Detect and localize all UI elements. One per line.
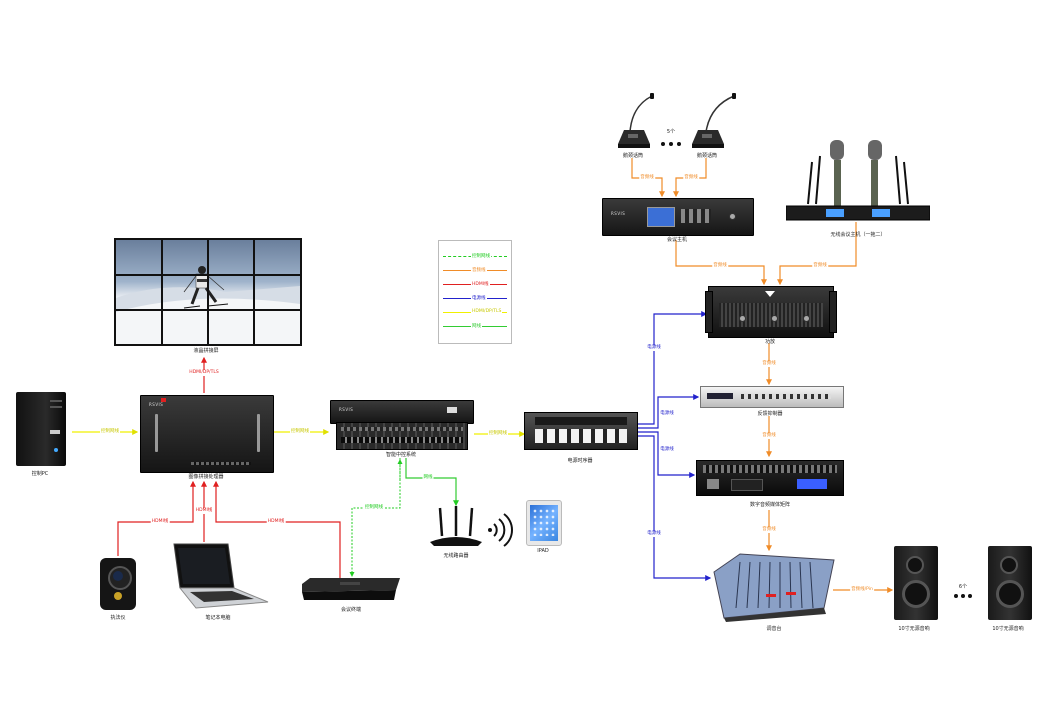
gooseneck-mic-1-label: 鹅颈话筒 — [622, 153, 644, 159]
wireless-router — [428, 506, 484, 548]
label-hdmi-terminal: HDMI线 — [266, 519, 286, 525]
mic-count-label: 5个 — [666, 129, 676, 135]
gooseneck-mic-1 — [614, 92, 654, 150]
gooseneck-mic-2-label: 鹅颈话筒 — [696, 153, 718, 159]
router-label: 无线路由器 — [443, 553, 469, 559]
conference-host-label: 会议主机 — [666, 237, 688, 243]
central-control-back — [336, 422, 468, 450]
feedback-suppressor-label: 反馈抑制器 — [757, 411, 783, 417]
label-power-1: 电源线 — [646, 345, 662, 351]
wire-power-fb — [636, 394, 700, 429]
central-brand: RSVIS — [339, 407, 354, 412]
body-recorder-label: 执法仪 — [110, 615, 126, 621]
label-matrix-mixer: 音频线 — [761, 527, 777, 533]
video-wall-label: 液晶拼接屏 — [193, 348, 219, 354]
label-hdmi-dp-tls: HDMI/DP/TLS — [188, 370, 220, 376]
host-brand: RSVIS — [611, 211, 626, 216]
label-pc-link: 控制网线 — [100, 429, 120, 435]
wireless-mic-label: 无线会议主机（一拖二） — [830, 232, 886, 238]
conference-terminal-label: 会议终端 — [340, 607, 362, 613]
central-control-label: 智能中控系统 — [385, 452, 417, 458]
wire-net-router — [405, 458, 459, 507]
control-pc — [16, 392, 66, 466]
legend-item: 音频线 — [443, 267, 507, 275]
speaker-2 — [988, 546, 1032, 620]
legend-item: 网线 — [443, 323, 507, 331]
label-wireless-audio: 音频线 — [812, 263, 828, 269]
label-hdmi-laptop: HDMI线 — [194, 508, 214, 514]
label-mic-audio-1: 音频线 — [639, 175, 655, 181]
gooseneck-mic-2 — [688, 92, 736, 150]
ipad — [526, 500, 562, 546]
power-sequencer — [524, 412, 638, 450]
label-mixer-speaker: 音频线/Pin — [850, 587, 874, 593]
legend-item: 控制网线 — [443, 253, 507, 261]
video-wall — [114, 238, 302, 346]
speaker-1-label: 10寸无源音响 — [898, 626, 930, 632]
legend-item: 电源线 — [443, 295, 507, 303]
speaker-ellipsis — [954, 594, 972, 598]
speaker-1 — [894, 546, 938, 620]
speaker-count-label: 6个 — [958, 584, 968, 590]
wire-host-amp — [675, 240, 767, 286]
mixer-label: 调音台 — [766, 626, 782, 632]
laptop-label: 笔记本电脑 — [205, 615, 231, 621]
power-amplifier — [705, 286, 837, 338]
processor-brand: RSVIS — [149, 402, 164, 407]
label-amp-fb: 音频线 — [761, 361, 777, 367]
central-control: RSVIS — [330, 400, 474, 424]
label-power-4: 电源线 — [646, 531, 662, 537]
legend-item: HDMI/DP/TLS — [443, 309, 507, 317]
mixer-console — [710, 552, 836, 622]
label-net-router: 网线 — [422, 475, 434, 481]
wifi-waves — [488, 513, 513, 547]
power-sequencer-label: 电源时序器 — [567, 458, 593, 464]
label-mic-audio-2: 音频线 — [683, 175, 699, 181]
audio-matrix-label: 数字音频媒体矩阵 — [749, 502, 791, 508]
legend-item: HDMI线 — [443, 281, 507, 289]
image-processor-label: 图像拼接处理器 — [188, 474, 224, 480]
feedback-suppressor — [700, 386, 844, 408]
control-pc-label: 控制PC — [31, 471, 49, 477]
image-processor: RSVIS — [140, 395, 274, 473]
laptop — [168, 542, 272, 612]
wire-power-amp — [636, 311, 708, 425]
wire-net-terminal — [349, 458, 401, 577]
power-amp-label: 功放 — [764, 339, 776, 345]
legend: 控制网线 音频线 HDMI线 电源线 HDMI/DP/TLS 网线 — [438, 240, 512, 344]
label-net-terminal: 控制网线 — [364, 505, 384, 511]
ipad-label: IPAD — [537, 548, 549, 554]
label-ctrl-power: 控制网线 — [488, 431, 508, 437]
label-fb-matrix: 音频线 — [761, 433, 777, 439]
label-power-3: 电源线 — [659, 447, 675, 453]
audio-matrix — [696, 460, 844, 496]
body-recorder — [100, 558, 136, 610]
label-proc-link: 控制网线 — [290, 429, 310, 435]
label-power-2: 电源线 — [659, 411, 675, 417]
wire-power-matrix — [636, 431, 696, 478]
speaker-2-label: 10寸无源音响 — [992, 626, 1024, 632]
wireless-mic-system — [785, 132, 931, 222]
conference-host: RSVIS — [602, 198, 754, 236]
mic-ellipsis — [661, 142, 681, 146]
conference-terminal — [300, 578, 402, 602]
label-host-audio: 音频线 — [712, 263, 728, 269]
label-hdmi-recorder: HDMI线 — [150, 519, 170, 525]
wire-power-mixer — [636, 435, 712, 581]
